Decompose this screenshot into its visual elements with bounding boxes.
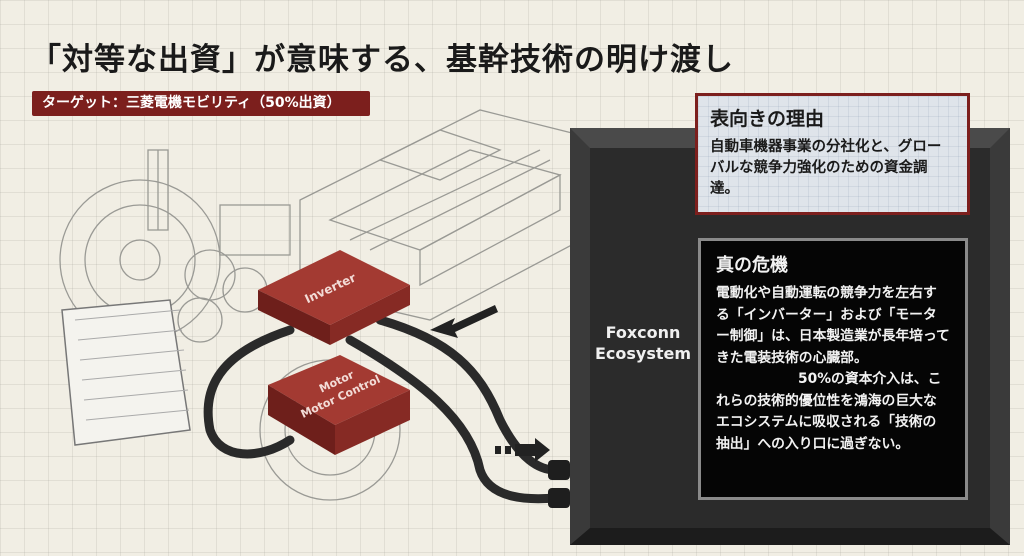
real-crisis-body-2: 50%の資本介入は、これらの技術的優位性を鴻海の巨大なエコシステムに吸収される「… xyxy=(716,371,942,452)
radiator xyxy=(61,299,191,446)
arrow-icon xyxy=(430,305,550,462)
ecosystem-label-line2: Ecosystem xyxy=(594,344,692,363)
foxconn-ecosystem-label: Foxconn Ecosystem xyxy=(588,322,698,364)
surface-reason-body: 自動車機器事業の分社化と、グローバルな競争力強化のための資金調達。 xyxy=(710,139,942,197)
real-crisis-body-1: 電動化や自動運転の競争力を左右する「インバーター」および「モーター制御」は、日本… xyxy=(716,285,950,366)
motor-control-module: Motor Motor Control xyxy=(268,355,410,455)
surface-reason-card: 表向きの理由 自動車機器事業の分社化と、グローバルな競争力強化のための資金調達。 xyxy=(695,93,970,215)
real-crisis-heading: 真の危機 xyxy=(716,255,788,276)
ecosystem-label-line1: Foxconn xyxy=(605,323,681,342)
real-crisis-card: 真の危機 電動化や自動運転の競争力を左右する「インバーター」および「モーター制御… xyxy=(698,238,968,500)
inverter-module: Inverter xyxy=(258,250,410,345)
cable-connectors xyxy=(548,460,570,508)
target-badge: ターゲット：三菱電機モビリティ（50%出資） xyxy=(32,91,370,116)
page-title: 「対等な出資」が意味する、基幹技術の明け渡し xyxy=(30,42,734,78)
cables xyxy=(203,315,560,504)
surface-reason-heading: 表向きの理由 xyxy=(710,108,825,130)
